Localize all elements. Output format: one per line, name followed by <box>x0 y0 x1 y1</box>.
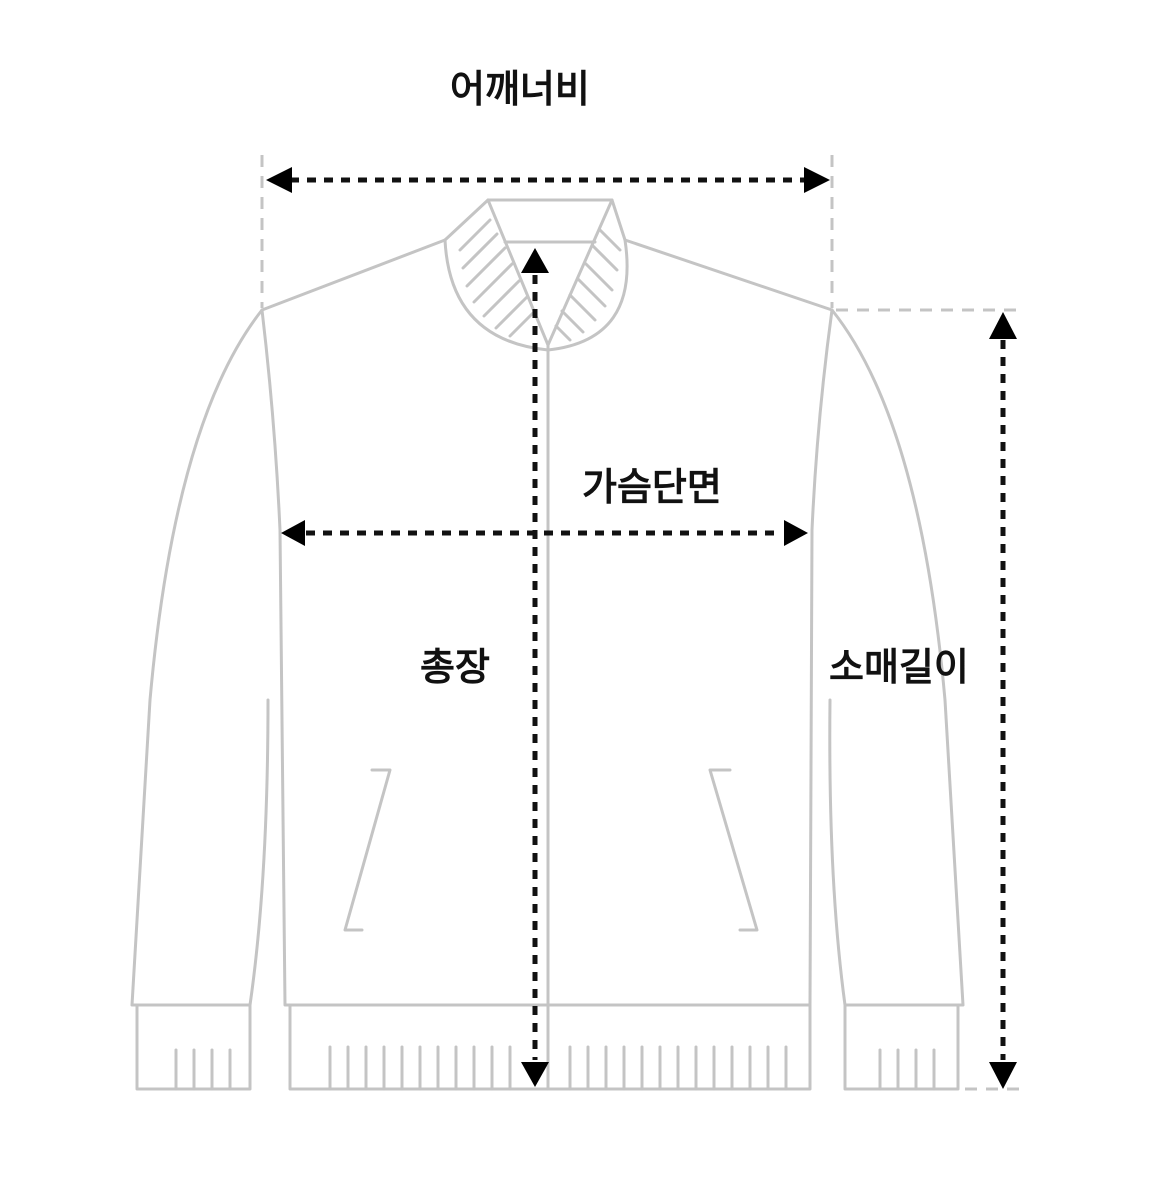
arrow-down-icon <box>521 1062 549 1087</box>
jacket-outline <box>130 198 965 1091</box>
arrow-left-icon <box>266 167 292 193</box>
shoulder-width-measure <box>266 167 830 193</box>
arrow-left-icon <box>281 520 305 546</box>
arrow-up-icon <box>521 248 549 273</box>
arrow-up-icon <box>989 312 1017 339</box>
guide-lines <box>260 155 1025 1091</box>
arrow-right-icon <box>784 520 808 546</box>
sleeve-length-measure <box>989 312 1017 1089</box>
arrow-right-icon <box>804 167 830 193</box>
chest-width-measure <box>281 520 808 546</box>
total-length-measure <box>521 248 549 1087</box>
total-length-label: 총장 <box>420 645 490 689</box>
sleeve-length-label: 소매길이 <box>829 645 969 689</box>
shoulder-width-label: 어깨너비 <box>450 67 590 111</box>
chest-width-label: 가슴단면 <box>582 465 722 509</box>
arrow-down-icon <box>989 1062 1017 1089</box>
